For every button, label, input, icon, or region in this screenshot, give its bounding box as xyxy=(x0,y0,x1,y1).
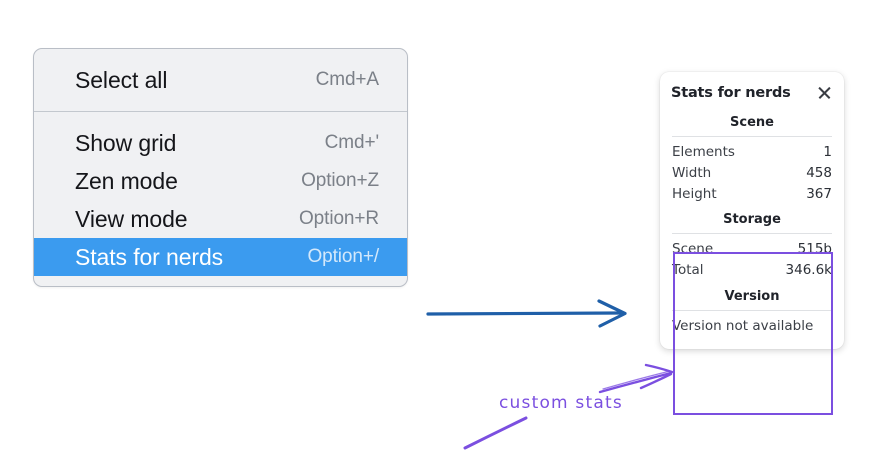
close-icon[interactable] xyxy=(816,84,833,101)
blue-arrow xyxy=(426,299,627,328)
menu-group-2: Show grid Cmd+' Zen mode Option+Z View m… xyxy=(34,112,407,286)
stat-value: 515b xyxy=(797,240,832,257)
menu-item-label: Show grid xyxy=(75,129,177,156)
menu-item-shortcut: Cmd+' xyxy=(324,132,379,153)
panel-title: Stats for nerds xyxy=(671,84,791,101)
purple-arrow xyxy=(598,363,674,394)
section-divider xyxy=(672,310,832,311)
section-heading-version: Version xyxy=(724,289,780,304)
stat-row: Width 458 xyxy=(671,162,833,183)
stat-row: Total 346.6k xyxy=(671,259,833,280)
stat-row: Scene 515b xyxy=(671,238,833,259)
section-heading-scene: Scene xyxy=(730,115,774,130)
panel-header: Stats for nerds xyxy=(671,84,833,101)
context-menu[interactable]: Select all Cmd+A Show grid Cmd+' Zen mod… xyxy=(33,48,408,287)
menu-item-shortcut: Option+R xyxy=(299,208,379,229)
section-divider xyxy=(672,136,832,137)
stat-value: 1 xyxy=(823,143,832,160)
purple-underline-stroke xyxy=(463,416,528,450)
stat-label: Elements xyxy=(672,143,735,160)
menu-item-view-mode[interactable]: View mode Option+R xyxy=(34,200,407,238)
section-divider xyxy=(672,233,832,234)
menu-item-select-all[interactable]: Select all Cmd+A xyxy=(34,61,407,99)
stats-for-nerds-panel: Stats for nerds Scene Elements 1 Width 4… xyxy=(660,72,844,349)
stat-value: 458 xyxy=(806,164,832,181)
stat-label: Width xyxy=(672,164,712,181)
stat-value: 346.6k xyxy=(785,261,832,278)
stat-label: Height xyxy=(672,185,717,202)
stat-row: Height 367 xyxy=(671,183,833,204)
stat-value: 367 xyxy=(806,185,832,202)
version-value: Version not available xyxy=(672,318,814,334)
menu-item-shortcut: Option+Z xyxy=(301,170,379,191)
menu-item-show-grid[interactable]: Show grid Cmd+' xyxy=(34,124,407,162)
menu-item-shortcut: Cmd+A xyxy=(315,69,379,90)
menu-item-stats-for-nerds[interactable]: Stats for nerds Option+/ xyxy=(34,238,407,276)
menu-item-zen-mode[interactable]: Zen mode Option+Z xyxy=(34,162,407,200)
stat-label: Total xyxy=(672,261,704,278)
menu-item-shortcut: Option+/ xyxy=(307,246,379,267)
stat-row: Elements 1 xyxy=(671,141,833,162)
menu-item-label: Select all xyxy=(75,66,168,93)
menu-item-label: View mode xyxy=(75,205,188,232)
menu-group-1: Select all Cmd+A xyxy=(34,49,407,112)
menu-item-label: Zen mode xyxy=(75,167,178,194)
annotation-note-custom-stats: custom stats xyxy=(499,393,623,413)
section-heading-storage: Storage xyxy=(723,212,781,227)
stat-label: Scene xyxy=(672,240,714,257)
menu-item-label: Stats for nerds xyxy=(75,243,224,270)
